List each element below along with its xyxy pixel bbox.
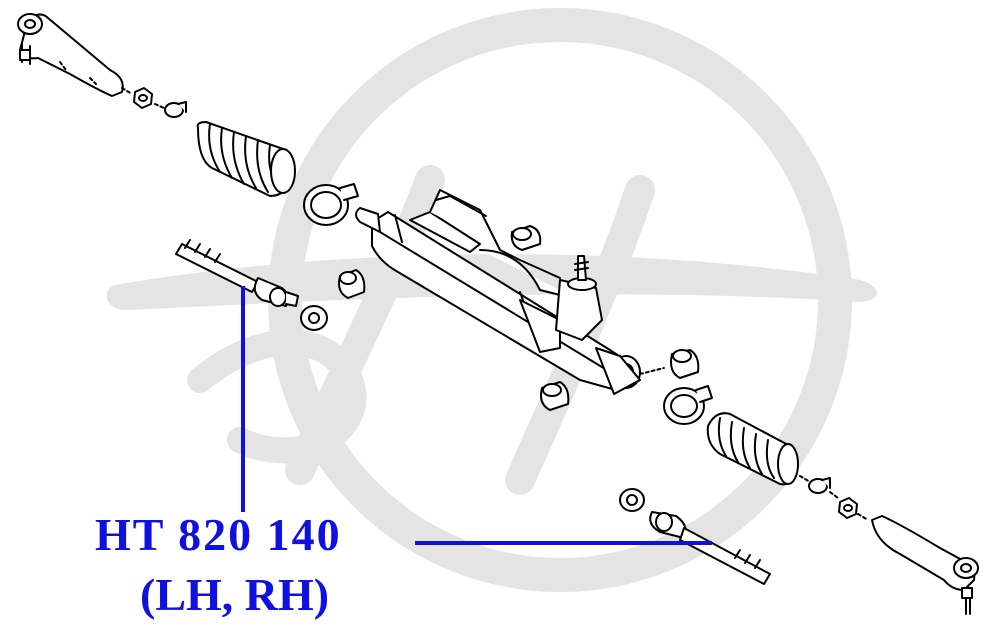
tie-rod-end-left <box>17 13 124 97</box>
boot-clip-left-small <box>164 101 187 118</box>
mount-bushing-upper <box>510 225 542 251</box>
boot-clamp-left-large <box>303 183 359 226</box>
assembly-axis-left-outer <box>121 87 165 109</box>
callout-leaders <box>241 286 712 545</box>
watermark-curl <box>187 329 367 464</box>
bellows-boot-right <box>706 412 799 486</box>
bellows-boot-left <box>196 121 296 197</box>
part-number-label: HT 820 140 <box>95 509 342 560</box>
assembly-axis-center-right <box>639 367 665 375</box>
lock-washer-right <box>619 488 645 512</box>
assembly-axis-right-outer <box>799 475 869 521</box>
tie-rod-end-right <box>871 515 979 615</box>
watermark-logo <box>106 8 877 592</box>
boot-clip-right-small <box>808 477 831 494</box>
steering-rack-body <box>355 189 641 395</box>
lock-washer-left <box>300 305 328 331</box>
mount-bushing-right-upper <box>670 349 700 379</box>
side-designation-label: (LH, RH) <box>140 569 330 620</box>
mount-bushing-left <box>338 269 366 299</box>
mount-bushing-lower <box>540 381 570 411</box>
jam-nut-right <box>838 497 858 519</box>
inner-tie-rod-left <box>175 239 299 307</box>
boot-clamp-right-large <box>663 385 713 425</box>
parts-linework <box>17 13 979 615</box>
jam-nut-left <box>133 87 153 109</box>
